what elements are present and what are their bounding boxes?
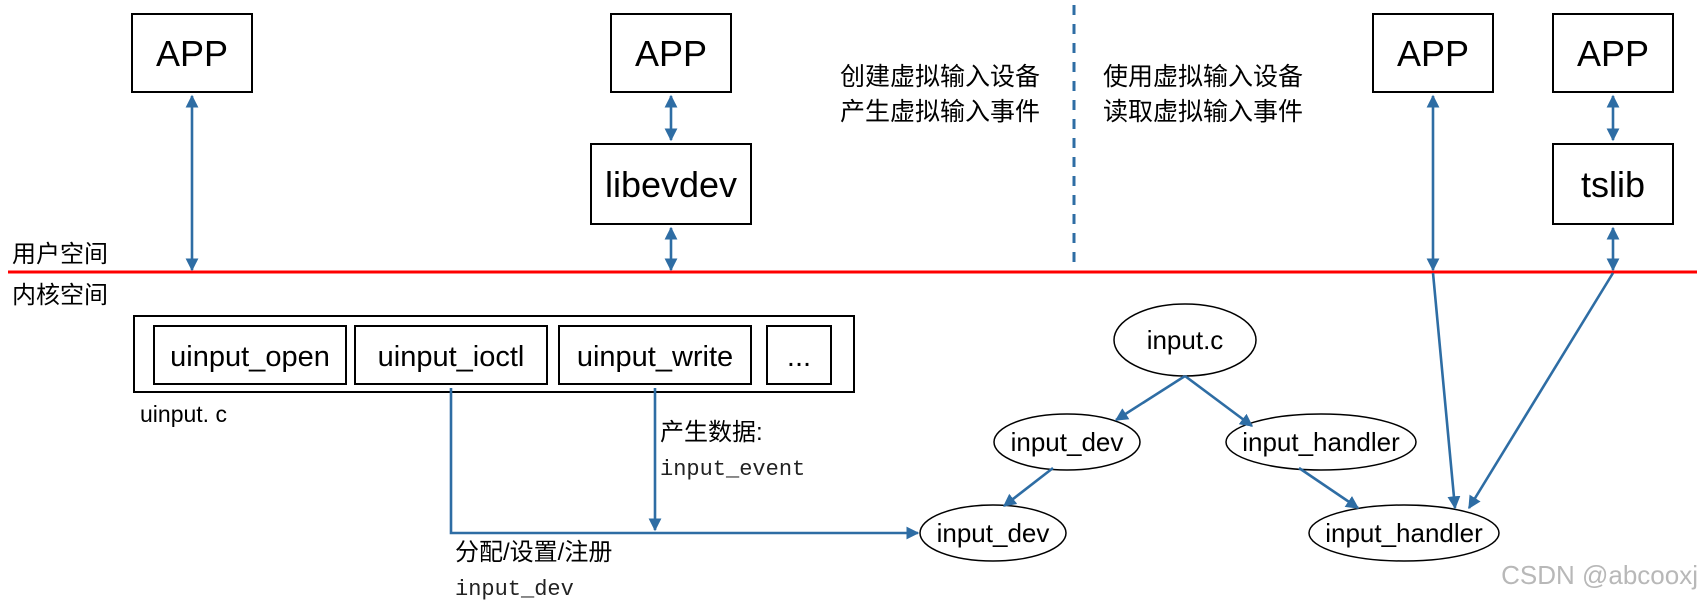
csdn-watermark: CSDN @abcooxj (1501, 560, 1698, 590)
uinput-c-file-label: uinput. c (140, 401, 227, 427)
uinput-more-label: ... (787, 341, 811, 373)
node-input-handler-upper-label: input_handler (1242, 427, 1400, 457)
libevdev-label: libevdev (605, 164, 737, 205)
caption-produce-event: 产生虚拟输入事件 (840, 98, 1040, 126)
app-box-2 (610, 13, 732, 93)
app-label-1: APP (156, 33, 228, 74)
uinput-more-box (766, 325, 832, 385)
app-label-4: APP (1577, 33, 1649, 74)
kernel-space-label: 内核空间 (12, 282, 108, 309)
caption-read-event: 读取虚拟输入事件 (1103, 98, 1303, 126)
arrow-input-c-to-input-handler (1184, 374, 1254, 428)
produce-data-label: 产生数据: (660, 419, 763, 446)
node-input-dev-upper-label: input_dev (1011, 427, 1124, 457)
node-input-handler-upper (1225, 413, 1417, 471)
uinput-open-label: uinput_open (170, 341, 330, 373)
node-input-dev-upper (993, 413, 1141, 471)
input-dev-type-label: input_dev (455, 577, 574, 602)
arrow-input-c-to-input-dev (1114, 374, 1186, 422)
node-input-dev-lower (919, 504, 1067, 562)
uinput-ioctl-label: uinput_ioctl (378, 341, 525, 373)
user-space-label: 用户空间 (12, 241, 108, 268)
node-input-handler-lower-label: input_handler (1325, 518, 1483, 548)
caption-create-device: 创建虚拟输入设备 (840, 63, 1040, 91)
arrow-tslib-to-input-handler (1467, 272, 1615, 510)
uinput-write-label: uinput_write (577, 341, 733, 373)
input-event-type-label: input_event (660, 457, 805, 482)
app-label-2: APP (635, 33, 707, 74)
app-box-1 (131, 13, 253, 93)
alloc-setup-register-label: 分配/设置/注册 (455, 539, 612, 566)
node-input-dev-lower-label: input_dev (937, 518, 1050, 548)
tslib-label: tslib (1581, 164, 1645, 205)
arrow-app3-to-input-handler (1431, 272, 1461, 510)
app-box-4 (1552, 13, 1674, 93)
arrow-input-handler-upper-to-lower (1298, 466, 1360, 510)
arrow-ioctl-to-input-dev (449, 388, 920, 540)
uinput-ioctl-box (354, 325, 548, 385)
app-box-3 (1372, 13, 1494, 93)
uinput-open-box (153, 325, 347, 385)
libevdev-box (590, 143, 752, 225)
arrow-input-dev-upper-to-lower (1002, 466, 1054, 508)
caption-use-device: 使用虚拟输入设备 (1103, 63, 1303, 91)
tslib-box (1552, 143, 1674, 225)
uinput-write-box (558, 325, 752, 385)
app-label-3: APP (1397, 33, 1469, 74)
node-input-c-label: input.c (1147, 325, 1224, 355)
node-input-handler-lower (1308, 504, 1500, 562)
